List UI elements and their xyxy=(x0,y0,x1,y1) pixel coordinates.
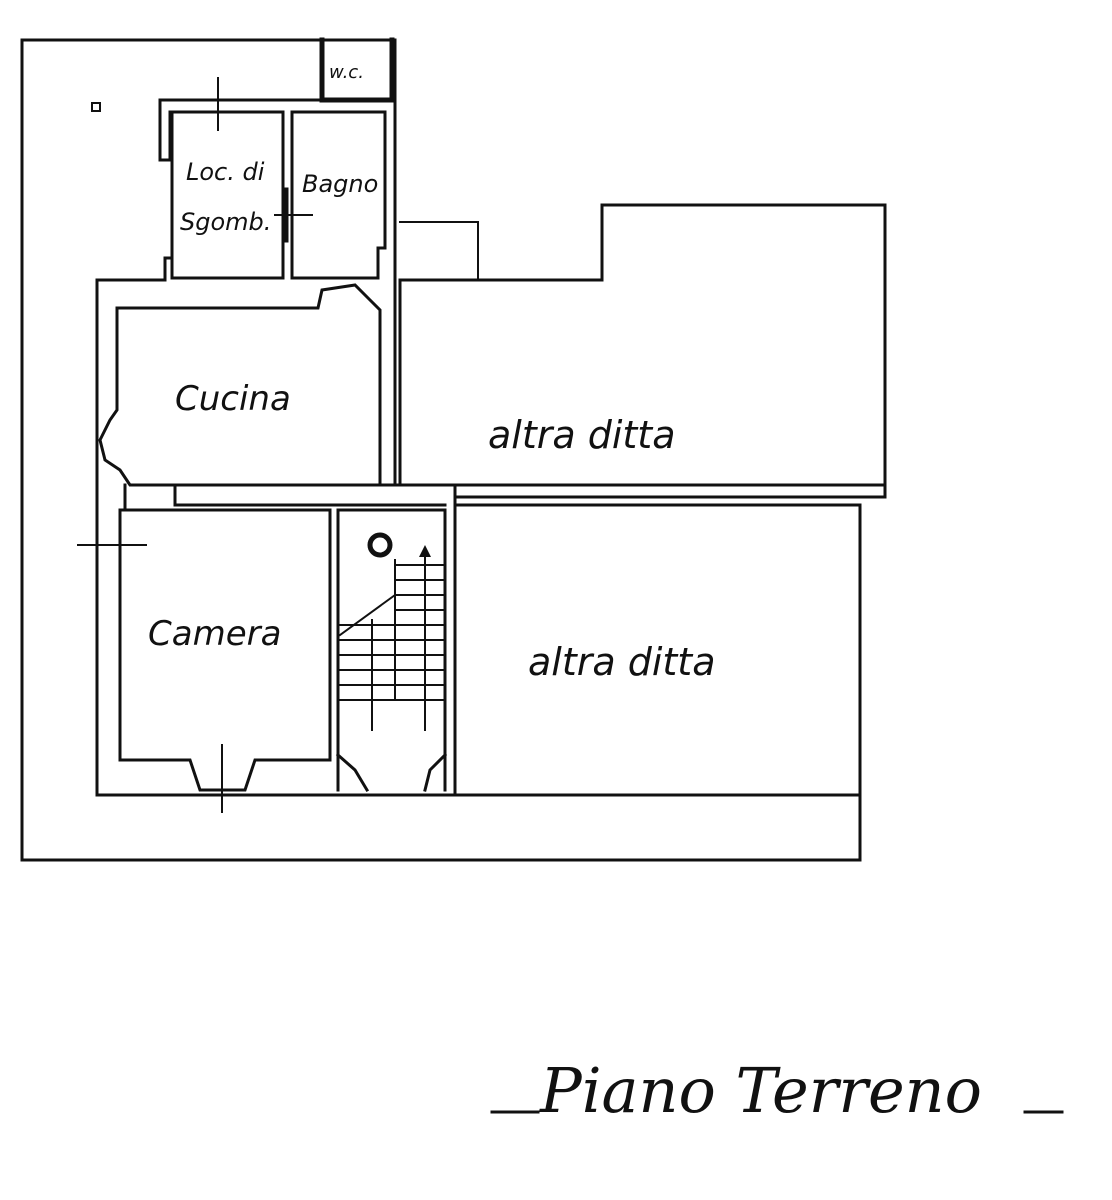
column-marker xyxy=(91,102,101,112)
label-bathroom: Bagno xyxy=(302,170,378,198)
newel-post-icon xyxy=(367,532,393,558)
plan-title: Piano Terreno xyxy=(539,1054,982,1127)
lot-boundary xyxy=(20,38,862,862)
bathroom-room xyxy=(290,110,387,280)
stair-arrow-icon xyxy=(419,545,431,557)
kitchen-pass xyxy=(123,483,447,512)
window-mark-bedroom xyxy=(77,544,223,813)
label-storage-2: Sgomb. xyxy=(180,208,271,236)
label-other-company-upper: altra ditta xyxy=(488,413,676,457)
storage-room xyxy=(170,110,285,280)
label-bedroom: Camera xyxy=(148,614,281,654)
annex-rect xyxy=(399,221,479,281)
label-wc: w.c. xyxy=(329,62,364,83)
label-storage-1: Loc. di xyxy=(186,158,265,186)
house-outer-wall xyxy=(95,38,457,797)
bedroom-room xyxy=(118,508,332,792)
label-kitchen: Cucina xyxy=(175,379,291,419)
kitchen-room xyxy=(98,283,382,487)
stair-treads xyxy=(338,549,446,731)
stair-well xyxy=(335,508,448,793)
label-other-company-lower: altra ditta xyxy=(528,640,716,684)
other-company-upper-area xyxy=(398,203,887,499)
